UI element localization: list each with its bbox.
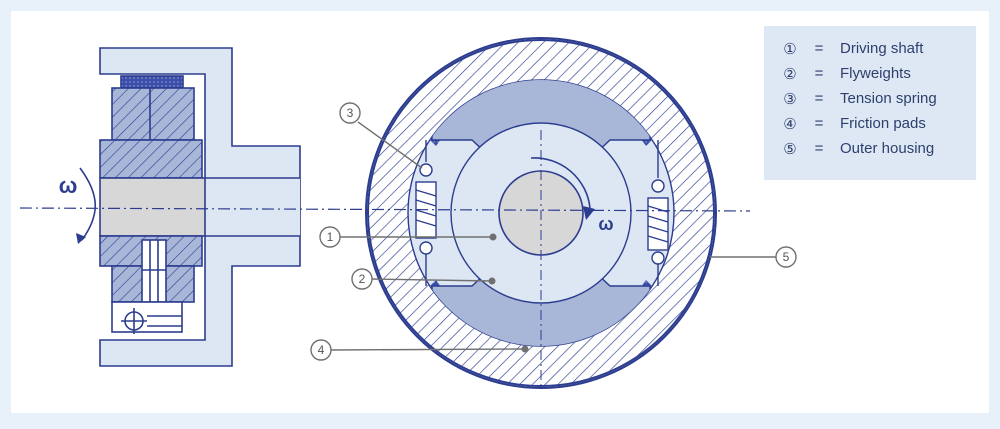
callout-4: 4 [310,339,332,361]
legend-label: Tension spring [840,90,937,107]
legend-equals: = [814,65,824,82]
callout-5-label: 5 [783,250,790,264]
callout-1-label: 1 [327,230,334,244]
legend-label: Outer housing [840,140,935,157]
side-flyweight-upper [111,87,195,141]
legend-row-outer-housing: ⑤ = Outer housing [764,138,976,162]
callout-1: 1 [319,226,341,248]
callout-5: 5 [775,246,797,268]
legend-row-tension-spring: ③ = Tension spring [764,88,976,112]
legend-number: ③ [783,91,797,108]
side-section-view [99,47,301,367]
callout-leaders [330,121,776,351]
legend-equals: = [814,140,824,157]
center-axis [19,207,751,212]
legend-label: Flyweights [840,65,911,82]
legend-row-flyweights: ② = Flyweights [764,63,976,87]
legend-equals: = [814,40,824,57]
legend-number: ⑤ [783,141,797,158]
legend-label: Driving shaft [840,40,924,57]
callout-4-label: 4 [318,343,325,357]
omega-label-front: ω [598,214,613,234]
legend-equals: = [814,115,824,132]
side-driving-shaft [99,177,206,237]
legend-number: ① [783,41,797,58]
callout-3-label: 3 [347,106,354,120]
legend-number: ④ [783,116,797,133]
side-rotation-indicator: ω [59,167,97,244]
front-view: ω [365,37,717,389]
legend-box: ① = Driving shaft ② = Flyweights ③ = Ten… [764,26,976,180]
legend-label: Friction pads [840,115,926,132]
legend-row-friction-pads: ④ = Friction pads [764,113,976,137]
legend-number: ② [783,66,797,83]
callout-2: 2 [351,268,373,290]
omega-label-side: ω [59,173,78,198]
side-friction-pad [120,75,184,89]
legend-equals: = [814,90,824,107]
callout-2-label: 2 [359,272,366,286]
legend-row-driving-shaft: ① = Driving shaft [764,38,976,62]
callout-3: 3 [339,102,361,124]
